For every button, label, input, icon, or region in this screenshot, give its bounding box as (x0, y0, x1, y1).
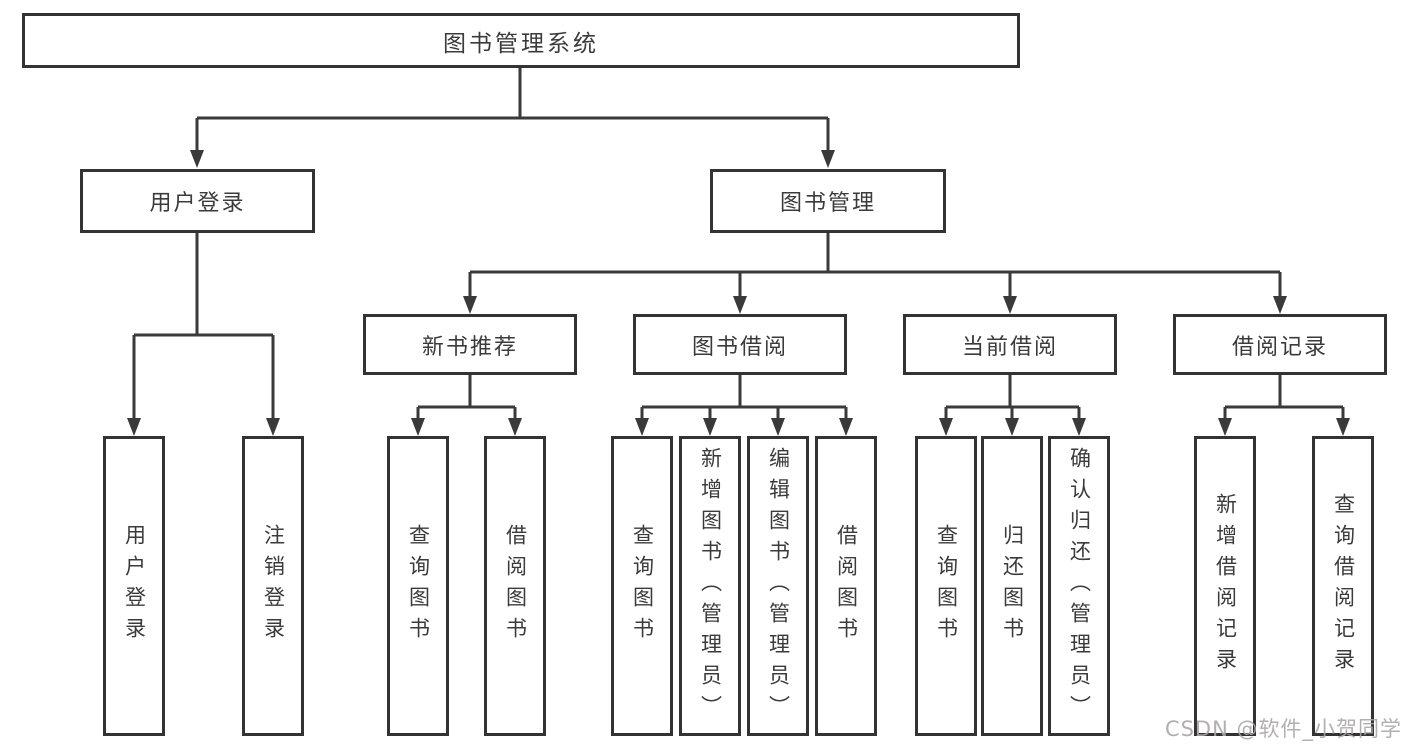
leaf-user-login-label: 用户登录 (122, 524, 147, 648)
leaf-borrow-books-label: 借阅图书 (503, 524, 528, 648)
leaf-query-books-label: 查询图书 (934, 524, 959, 648)
leaf-query-books: 查询图书 (611, 436, 673, 736)
leaf-edit-book-admin-label: 编辑图书（管理员） (766, 446, 791, 726)
node-new-book-recommend: 新书推荐 (363, 314, 577, 375)
leaf-logout: 注销登录 (242, 436, 304, 736)
connector-current-borrow-trunk (946, 375, 1079, 409)
leaf-user-login: 用户登录 (103, 436, 165, 736)
node-current-borrow: 当前借阅 (903, 314, 1117, 375)
leaf-query-books: 查询图书 (387, 436, 449, 736)
leaf-add-borrow-record-label: 新增借阅记录 (1213, 493, 1238, 679)
node-book-borrow: 图书借阅 (633, 314, 847, 375)
node-user-login: 用户登录 (80, 169, 315, 233)
node-user-login-label: 用户登录 (149, 191, 246, 216)
leaf-logout-label: 注销登录 (261, 524, 286, 648)
leaf-query-books-label: 查询图书 (630, 524, 655, 648)
leaf-confirm-return-admin-label: 确认归还（管理员） (1067, 446, 1092, 726)
leaf-confirm-return-admin: 确认归还（管理员） (1048, 436, 1110, 736)
leaf-borrow-books: 借阅图书 (484, 436, 546, 736)
leaf-query-books-label: 查询图书 (406, 524, 431, 648)
connector-book-management-trunk (470, 233, 1280, 274)
leaf-add-book-admin: 新增图书（管理员） (679, 436, 741, 736)
leaf-add-book-admin-label: 新增图书（管理员） (698, 446, 723, 726)
leaf-query-borrow-record: 查询借阅记录 (1312, 436, 1374, 736)
node-new-book-recommend-label: 新书推荐 (421, 334, 518, 360)
leaf-edit-book-admin: 编辑图书（管理员） (747, 436, 809, 736)
node-borrow-records-label: 借阅记录 (1231, 334, 1328, 360)
node-book-borrow-label: 图书借阅 (691, 334, 788, 360)
leaf-add-borrow-record: 新增借阅记录 (1194, 436, 1256, 736)
connector-new-book-recommend-trunk (418, 375, 515, 409)
arrowheads (127, 150, 1350, 436)
connector-user-login-trunk (134, 233, 273, 337)
connector-book-borrow-trunk (642, 375, 846, 409)
node-root: 图书管理系统 (22, 13, 1020, 68)
leaf-query-borrow-record-label: 查询借阅记录 (1331, 493, 1356, 679)
node-book-management: 图书管理 (710, 169, 946, 233)
connector-root-trunk (197, 67, 828, 120)
leaf-borrow-books: 借阅图书 (815, 436, 877, 736)
node-borrow-records: 借阅记录 (1173, 314, 1387, 375)
node-root-label: 图书管理系统 (443, 30, 599, 57)
node-book-management-label: 图书管理 (779, 191, 876, 216)
node-current-borrow-label: 当前借阅 (961, 334, 1058, 360)
leaf-return-books: 归还图书 (981, 436, 1043, 736)
watermark: CSDN @软件_小贺同学 (1164, 717, 1402, 741)
connector-borrow-records-trunk (1225, 375, 1343, 409)
leaf-borrow-books-label: 借阅图书 (834, 524, 859, 648)
leaf-query-books: 查询图书 (915, 436, 977, 736)
leaf-return-books-label: 归还图书 (1000, 524, 1025, 648)
